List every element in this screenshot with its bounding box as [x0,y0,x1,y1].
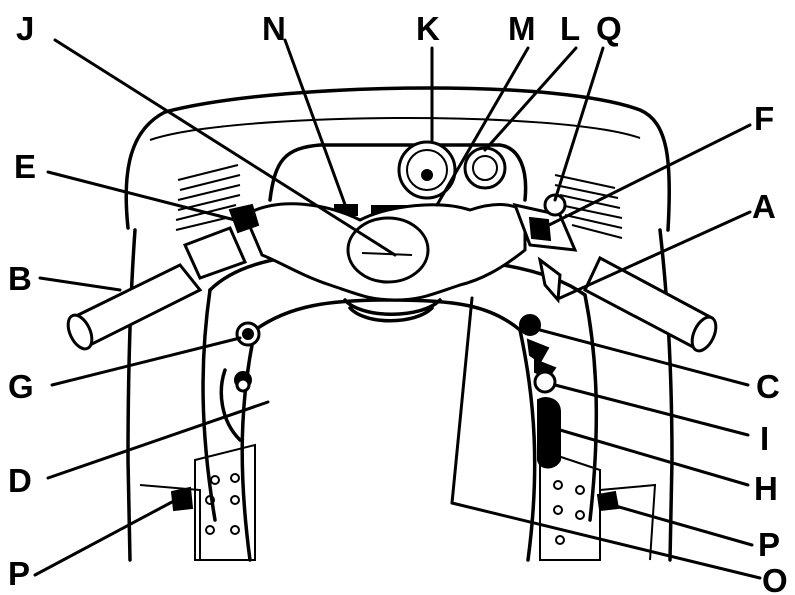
leader-i [555,385,748,435]
label-g: G [8,368,34,405]
leader-c [540,330,748,385]
leader-o-1 [452,503,760,578]
label-p-right: P [758,526,780,563]
right-side-controls [520,315,560,468]
label-j: J [16,10,34,47]
leader-p-left [35,502,172,575]
label-k: K [416,10,440,47]
label-i: I [760,420,769,457]
label-c: C [756,368,780,405]
label-e: E [14,148,36,185]
handlebar-cover [245,204,525,321]
leader-n [285,40,347,210]
left-floor-panel [140,445,255,560]
leader-o-2 [452,298,472,503]
leader-p-right [605,503,752,545]
label-a: A [752,188,776,225]
label-p-left: P [8,555,30,592]
fuel-gauge-dial [465,148,505,188]
label-l: L [560,10,580,47]
left-grip-assembly [63,205,258,353]
leader-d [48,402,268,478]
label-f: F [754,100,774,137]
leader-j [55,40,395,255]
leader-h [560,430,748,485]
leader-b [40,278,120,290]
label-h: H [754,470,778,507]
left-p-clip [172,488,192,510]
fuel-lever [538,398,560,467]
label-o: O [762,562,788,595]
label-b: B [8,260,32,297]
brake-lever [540,260,560,300]
choke-knob [520,315,540,335]
label-q: Q [596,10,622,47]
label-d: D [8,462,32,499]
label-m: M [508,10,536,47]
leader-a [560,212,750,298]
fuel-tap [535,372,555,392]
leader-e [48,172,235,220]
label-n: N [262,10,286,47]
right-floor-panel [540,450,655,560]
